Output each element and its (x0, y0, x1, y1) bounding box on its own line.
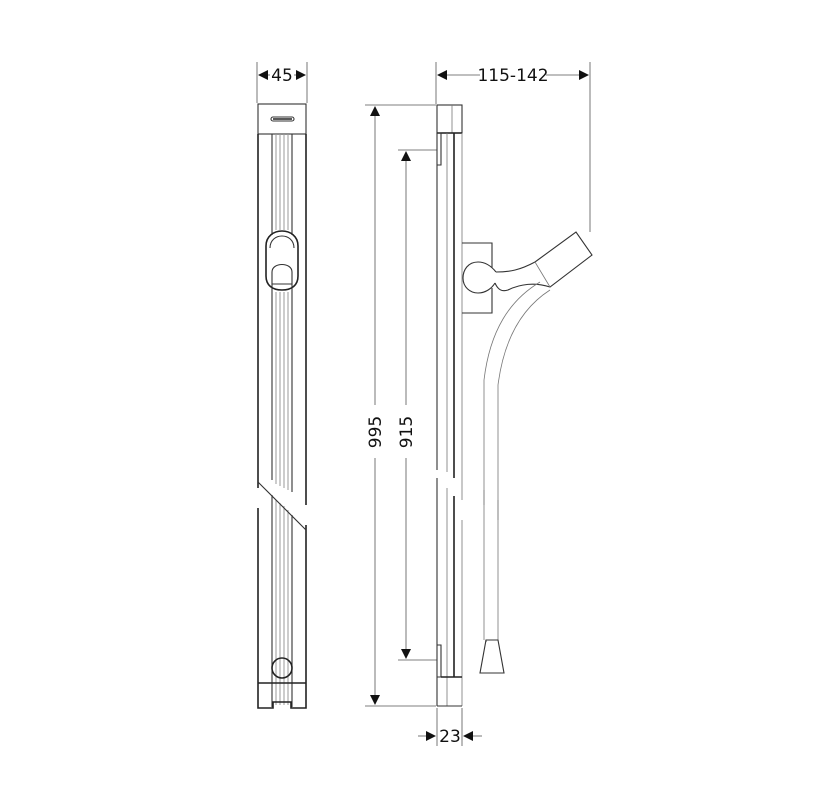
arrow-down-icon (401, 649, 411, 659)
arrow-down-icon (370, 695, 380, 705)
slot-icon (270, 116, 295, 122)
arrow-right-icon (579, 70, 589, 80)
arrow-right-icon (426, 731, 436, 741)
arrow-left-icon (463, 731, 473, 741)
dimension-depth-115-142: 115-142 (477, 66, 548, 86)
front-view: 45 (256, 62, 308, 709)
dimension-width-45: 45 (271, 66, 293, 86)
dimension-height-995: 995 (366, 416, 386, 448)
arrow-left-icon (258, 70, 268, 80)
dimension-depth-23: 23 (439, 727, 461, 747)
arrow-up-icon (370, 106, 380, 116)
hose-connector (271, 657, 293, 679)
arrow-left-icon (437, 70, 447, 80)
arrow-up-icon (401, 151, 411, 161)
shower-holder-front (265, 230, 299, 291)
dimension-height-915: 915 (397, 416, 417, 448)
side-view: 115-142 995 915 (365, 62, 593, 747)
arrow-right-icon (296, 70, 306, 80)
